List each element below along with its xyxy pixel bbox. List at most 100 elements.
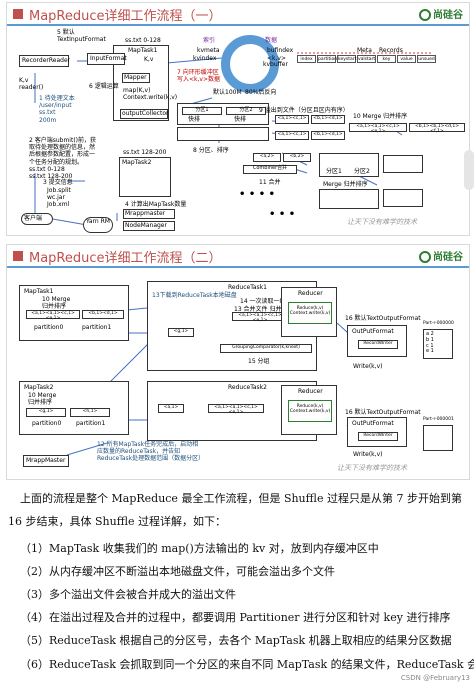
paragraph-0: 上面的流程是整个 MapReduce 最全工作流程，但是 Shuffle 过程只… <box>20 492 462 505</box>
spill-a-1: <a,1><c,1> <box>275 115 309 124</box>
reducetask2-label: ReduceTask2 <box>228 384 267 391</box>
step1-label: 1 待处理文本 /user/input ss.txt 200m <box>39 95 75 124</box>
maptask2-label: MapTask2 <box>122 159 152 166</box>
map-call-label: map(K,v) Context.write(k,v) <box>123 87 178 102</box>
slide-2-title: MapReduce详细工作流程（二） <box>29 251 222 266</box>
step7-label: 7 向环形缓冲区 写入<k,v>数据 <box>177 69 220 84</box>
step11-label: 11 合并 <box>259 179 281 186</box>
output-collector-box: outputCollector <box>120 109 169 119</box>
spill-b-1: <b,1><d,1> <box>311 115 345 124</box>
yarn-rm-box: Yarn RM <box>83 217 113 233</box>
meta-cell: keystart <box>337 55 357 63</box>
watermark-2: 让天下没有难学的技术 <box>337 464 407 472</box>
csdn-watermark: CSDN @February13 <box>400 674 470 682</box>
part0-label: Part-r-000000 <box>423 321 454 326</box>
merge-output-box <box>319 189 379 209</box>
slide-1-title: MapReduce详细工作流程（一） <box>29 9 222 24</box>
kv-label: K,v <box>144 56 154 63</box>
kv-reader-label: K,v reader() <box>19 77 44 92</box>
dots-right: • • • <box>269 209 296 220</box>
s2-mt1-kv-b: <b,1><d,1> <box>82 310 124 319</box>
spill-b-2: <b,1><d,1> <box>311 131 345 140</box>
s2-maptask1-box: MapTask1 10 Merge 归并排序 <a,1><a,1><c,1><e… <box>19 285 129 341</box>
paragraph-3: （2）从内存缓冲区不断溢出本地磁盘文件，可能会溢出多个文件 <box>20 565 335 578</box>
part0-file: a 2 b 1 c 1 e 1 <box>423 329 453 359</box>
step4-label: 4 计算出MapTask数量 <box>125 201 187 208</box>
merged-a: <a,1><a,1><c,1><e,1> <box>349 123 407 134</box>
step13-label: 13下载到ReduceTask本地磁盘 <box>152 292 237 299</box>
partition1-out-label: 分区1 <box>326 168 342 175</box>
logo-icon-2 <box>419 251 431 263</box>
paragraph-4: （3）多个溢出文件会被合并成大的溢出文件 <box>20 588 236 601</box>
partition2-out-label: 分区2 <box>354 168 370 175</box>
combine-a: <a,2> <box>253 153 281 162</box>
paragraph-5: （4）在溢出过程及合并的过程中，都要调用 Partitioner 进行分区和针对… <box>20 611 451 624</box>
maptask1-label: MapTask1 <box>128 47 158 54</box>
reduce2-call: Reduce(k,v) Context.write(k,v) <box>288 400 332 422</box>
sort-region-2 <box>177 127 269 141</box>
grouping-box: GroupingComparator(k,knext) <box>220 344 312 353</box>
record-reader-box: RecorderReader <box>19 55 70 67</box>
outputformat2-box: OutPutFormat RecordWriter <box>347 417 407 447</box>
ring-data-label: 数据 <box>265 37 278 44</box>
rt1-kv-g: <g,1> <box>168 328 194 337</box>
partition1-box: 分区1 <box>182 107 222 115</box>
step14-label: 14 一次读取一组 <box>240 298 286 305</box>
logo-text-2: 尚硅谷 <box>433 252 463 263</box>
s2-mt2-kv-g: <g,1> <box>26 408 66 417</box>
step10-label: 10 Merge 归并排序 <box>353 113 408 120</box>
quick-sort-label-2: 快排 <box>234 116 247 123</box>
file-range-bottom: ss.txt 128-200 <box>123 149 167 156</box>
step16-label: 16 默认TextOutputFormat <box>345 315 421 322</box>
inputformat-box: InputFormat <box>87 53 127 65</box>
quick-sort-label-1: 快排 <box>188 116 201 123</box>
reducer2-box: Reducer Reduce(k,v) Context.write(k,v) <box>281 385 337 435</box>
meta-cell: valstart <box>357 55 376 63</box>
ring-pct-label: 80%后反向 <box>245 89 277 96</box>
recordwriter2-box: RecordWriter <box>358 432 398 441</box>
reducer2-label: Reducer <box>298 388 323 395</box>
merge-output-box-2 <box>383 189 423 207</box>
meta-cell: partition <box>317 55 338 63</box>
file-range-top: ss.txt 0-128 <box>125 37 161 44</box>
mapper-box: Mapper <box>122 73 150 83</box>
part1-label: Part-r-000001 <box>423 417 454 422</box>
nodemanager-box: NodeManager <box>123 221 175 231</box>
logo-icon <box>419 9 431 21</box>
merged-b: <b,1><b,1><d,1><f,1> <box>409 123 465 134</box>
step6-label: 6 逻辑运算 <box>89 83 119 90</box>
records-label: Records <box>379 47 403 54</box>
step2-label: 2 客户端submit()前，获 取待处理数据的信息，然 后根据参数配置，形成一… <box>29 137 97 180</box>
ring-meta-label: kvmeta <box>197 47 220 54</box>
scrollbar-handle[interactable] <box>464 150 474 190</box>
ring-default-label: 默认100M <box>213 89 242 96</box>
paragraph-2: （1）MapTask 收集我们的 map()方法输出的 kv 对，放到内存缓冲区… <box>20 542 379 555</box>
dots-left: • • • • <box>239 189 276 200</box>
watermark-1: 让天下没有难学的技术 <box>347 218 417 226</box>
brand-logo: 尚硅谷 <box>419 6 463 21</box>
s2-partition1b-label: partition1 <box>76 420 106 427</box>
s2-mt1-kv-a: <a,1><a,1><c,1><e,1> <box>26 310 80 321</box>
title-square-icon-2 <box>13 251 23 261</box>
recordwriter1-box: RecordWriter <box>358 340 398 349</box>
diagram-slide-1: MapReduce详细工作流程（一） 尚硅谷 5 <box>6 2 470 236</box>
s2-partition0-label: partition0 <box>34 324 64 331</box>
title-underline-2 <box>7 266 469 268</box>
s2-mt2-kv-h: <h,1> <box>70 408 110 417</box>
step16b-label: 16 默认TextOutputFormat <box>345 409 421 416</box>
combiner-box: Combiner合并 <box>243 165 297 174</box>
diagram-slide-2: MapReduce详细工作流程（二） 尚硅谷 MapTask1 10 Merge… <box>6 244 470 480</box>
s2-partition1-label: partition1 <box>82 324 112 331</box>
s2-maptask1-label: MapTask1 <box>24 288 54 295</box>
reduce1-call: Reduce(k,v) Context.write(k,v) <box>288 302 332 324</box>
slide-2-header: MapReduce详细工作流程（二） 尚硅谷 <box>7 245 469 268</box>
rt2-merged-kv: <a,1><a,1><c,1><e,1> <box>208 404 264 415</box>
s2-partition0b-label: partition0 <box>32 420 62 427</box>
rt2-kv-a1: <a,1> <box>158 404 184 413</box>
write1-label: Write(k,v) <box>353 363 383 370</box>
client-box: 客户端 <box>21 213 53 225</box>
ring-kv-label: <k,v> <box>267 55 286 62</box>
step8-label: 8 分区、排序 <box>193 147 229 154</box>
brand-logo-2: 尚硅谷 <box>419 248 463 263</box>
step5-label: 5 默认 TextInputFormat <box>57 29 106 44</box>
